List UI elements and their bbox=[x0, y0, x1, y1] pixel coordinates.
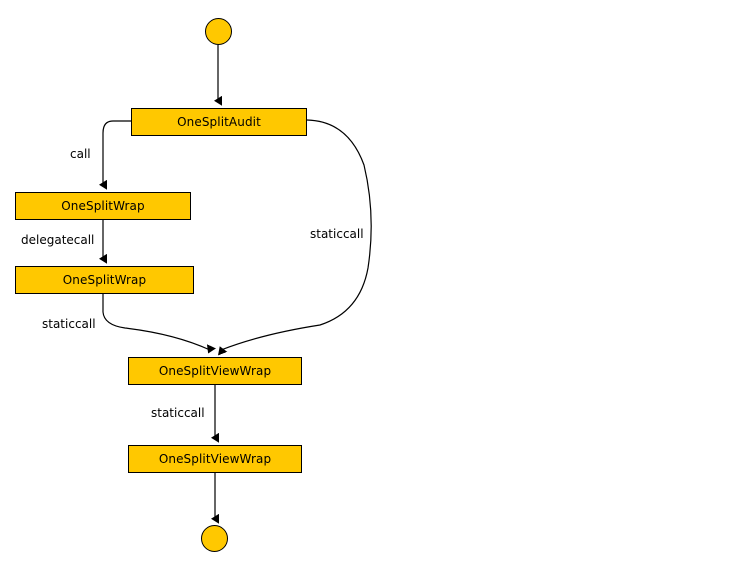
node-one-split-wrap-1[interactable]: OneSplitWrap bbox=[15, 192, 191, 220]
node-label: OneSplitWrap bbox=[62, 273, 147, 287]
edge-audit-to-wrap1 bbox=[99, 120, 131, 190]
edge-label-staticcall-audit-bypass: staticcall bbox=[310, 227, 364, 241]
edge-label-delegatecall: delegatecall bbox=[21, 233, 95, 247]
edge-wrap2-to-viewwrap1 bbox=[102, 294, 217, 354]
edge-label-staticcall-wrap2: staticcall bbox=[42, 317, 96, 331]
edge-label-staticcall-viewwrap: staticcall bbox=[151, 406, 205, 420]
edge-audit-to-viewwrap1 bbox=[217, 119, 372, 356]
node-one-split-audit[interactable]: OneSplitAudit bbox=[131, 108, 307, 136]
edge-label-call: call bbox=[70, 147, 91, 161]
node-label: OneSplitWrap bbox=[61, 199, 145, 213]
node-label: OneSplitViewWrap bbox=[158, 452, 272, 466]
node-one-split-view-wrap-1[interactable]: OneSplitViewWrap bbox=[128, 357, 302, 385]
node-one-split-wrap-2[interactable]: OneSplitWrap bbox=[15, 266, 194, 294]
end-node bbox=[201, 525, 228, 552]
node-label: OneSplitViewWrap bbox=[158, 364, 272, 378]
start-node bbox=[205, 18, 232, 45]
node-label: OneSplitAudit bbox=[177, 115, 261, 129]
node-one-split-view-wrap-2[interactable]: OneSplitViewWrap bbox=[128, 445, 302, 473]
